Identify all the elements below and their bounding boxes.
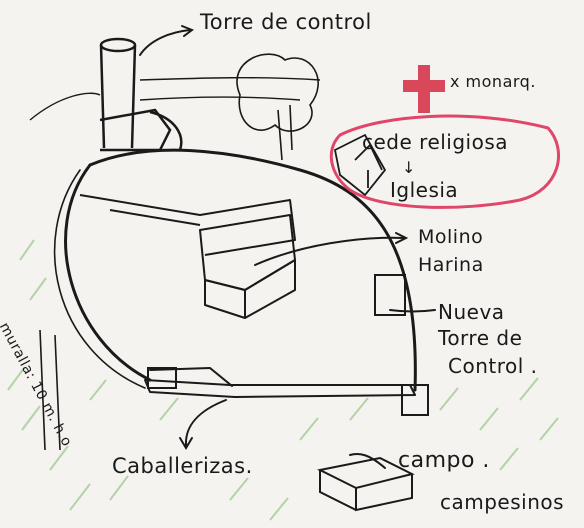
- cross-icon: [403, 65, 445, 113]
- control-tower: [99, 37, 183, 152]
- label-harina: Harina: [418, 254, 484, 276]
- label-monarquia: x monarq.: [450, 72, 536, 91]
- campesinos-hut: [316, 456, 415, 512]
- label-nueva: Nueva: [438, 300, 505, 324]
- grass-hatching: [7, 239, 559, 521]
- label-torre-de: Torre de: [438, 326, 523, 350]
- label-control: Control .: [448, 354, 538, 378]
- trees: [39, 53, 319, 451]
- arrows: [139, 25, 436, 469]
- castle-outline: [53, 148, 417, 398]
- label-torre-control: Torre de control: [200, 10, 372, 34]
- label-campesinos: campesinos: [440, 490, 565, 514]
- down-arrow-icon: ↓: [402, 158, 416, 177]
- label-campo: campo .: [398, 448, 490, 473]
- label-caballerizas: Caballerizas.: [112, 454, 253, 478]
- sweep-lines: [29, 76, 321, 121]
- new-tower: [147, 274, 429, 416]
- mill-building: [79, 194, 296, 319]
- label-molino: Molino: [418, 226, 484, 248]
- label-sede-religiosa: cede religiosa: [362, 130, 509, 154]
- highlight-loop: [329, 114, 561, 209]
- church: [333, 133, 387, 197]
- label-iglesia: Iglesia: [390, 178, 459, 202]
